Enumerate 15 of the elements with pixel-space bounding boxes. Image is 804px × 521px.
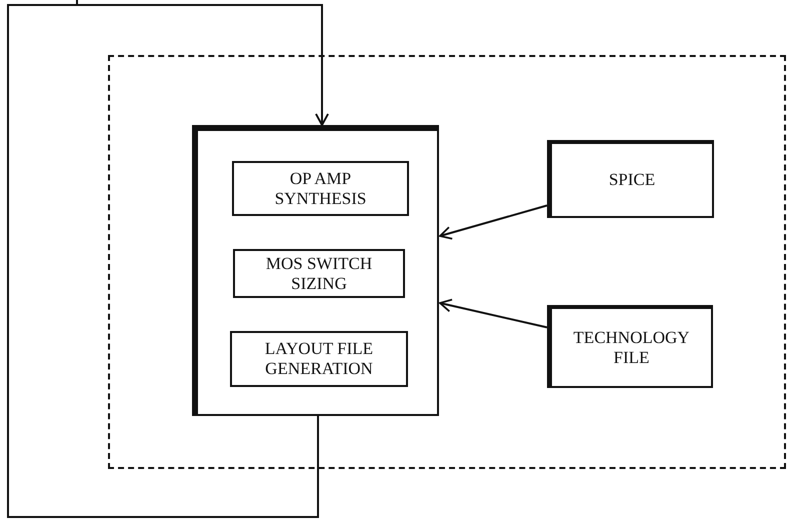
arrow <box>439 204 548 240</box>
dashed-boundary-box <box>108 55 786 469</box>
program-block <box>192 125 439 416</box>
module-box <box>230 331 408 387</box>
module-box <box>232 161 409 216</box>
box-label: LAYOUT FILE GENERATION <box>264 339 374 379</box>
input-box <box>547 305 713 388</box>
input-box <box>547 140 714 218</box>
arrow <box>76 0 329 126</box>
box-label: OP AMP SYNTHESIS <box>274 168 368 208</box>
module-box <box>233 249 405 298</box>
arrow <box>439 298 548 328</box>
box-label: MOS SWITCH SIZING <box>264 254 374 294</box>
box-label: SPICE <box>608 170 656 190</box>
box-label: TECHNOLOGY FILE <box>572 328 691 368</box>
